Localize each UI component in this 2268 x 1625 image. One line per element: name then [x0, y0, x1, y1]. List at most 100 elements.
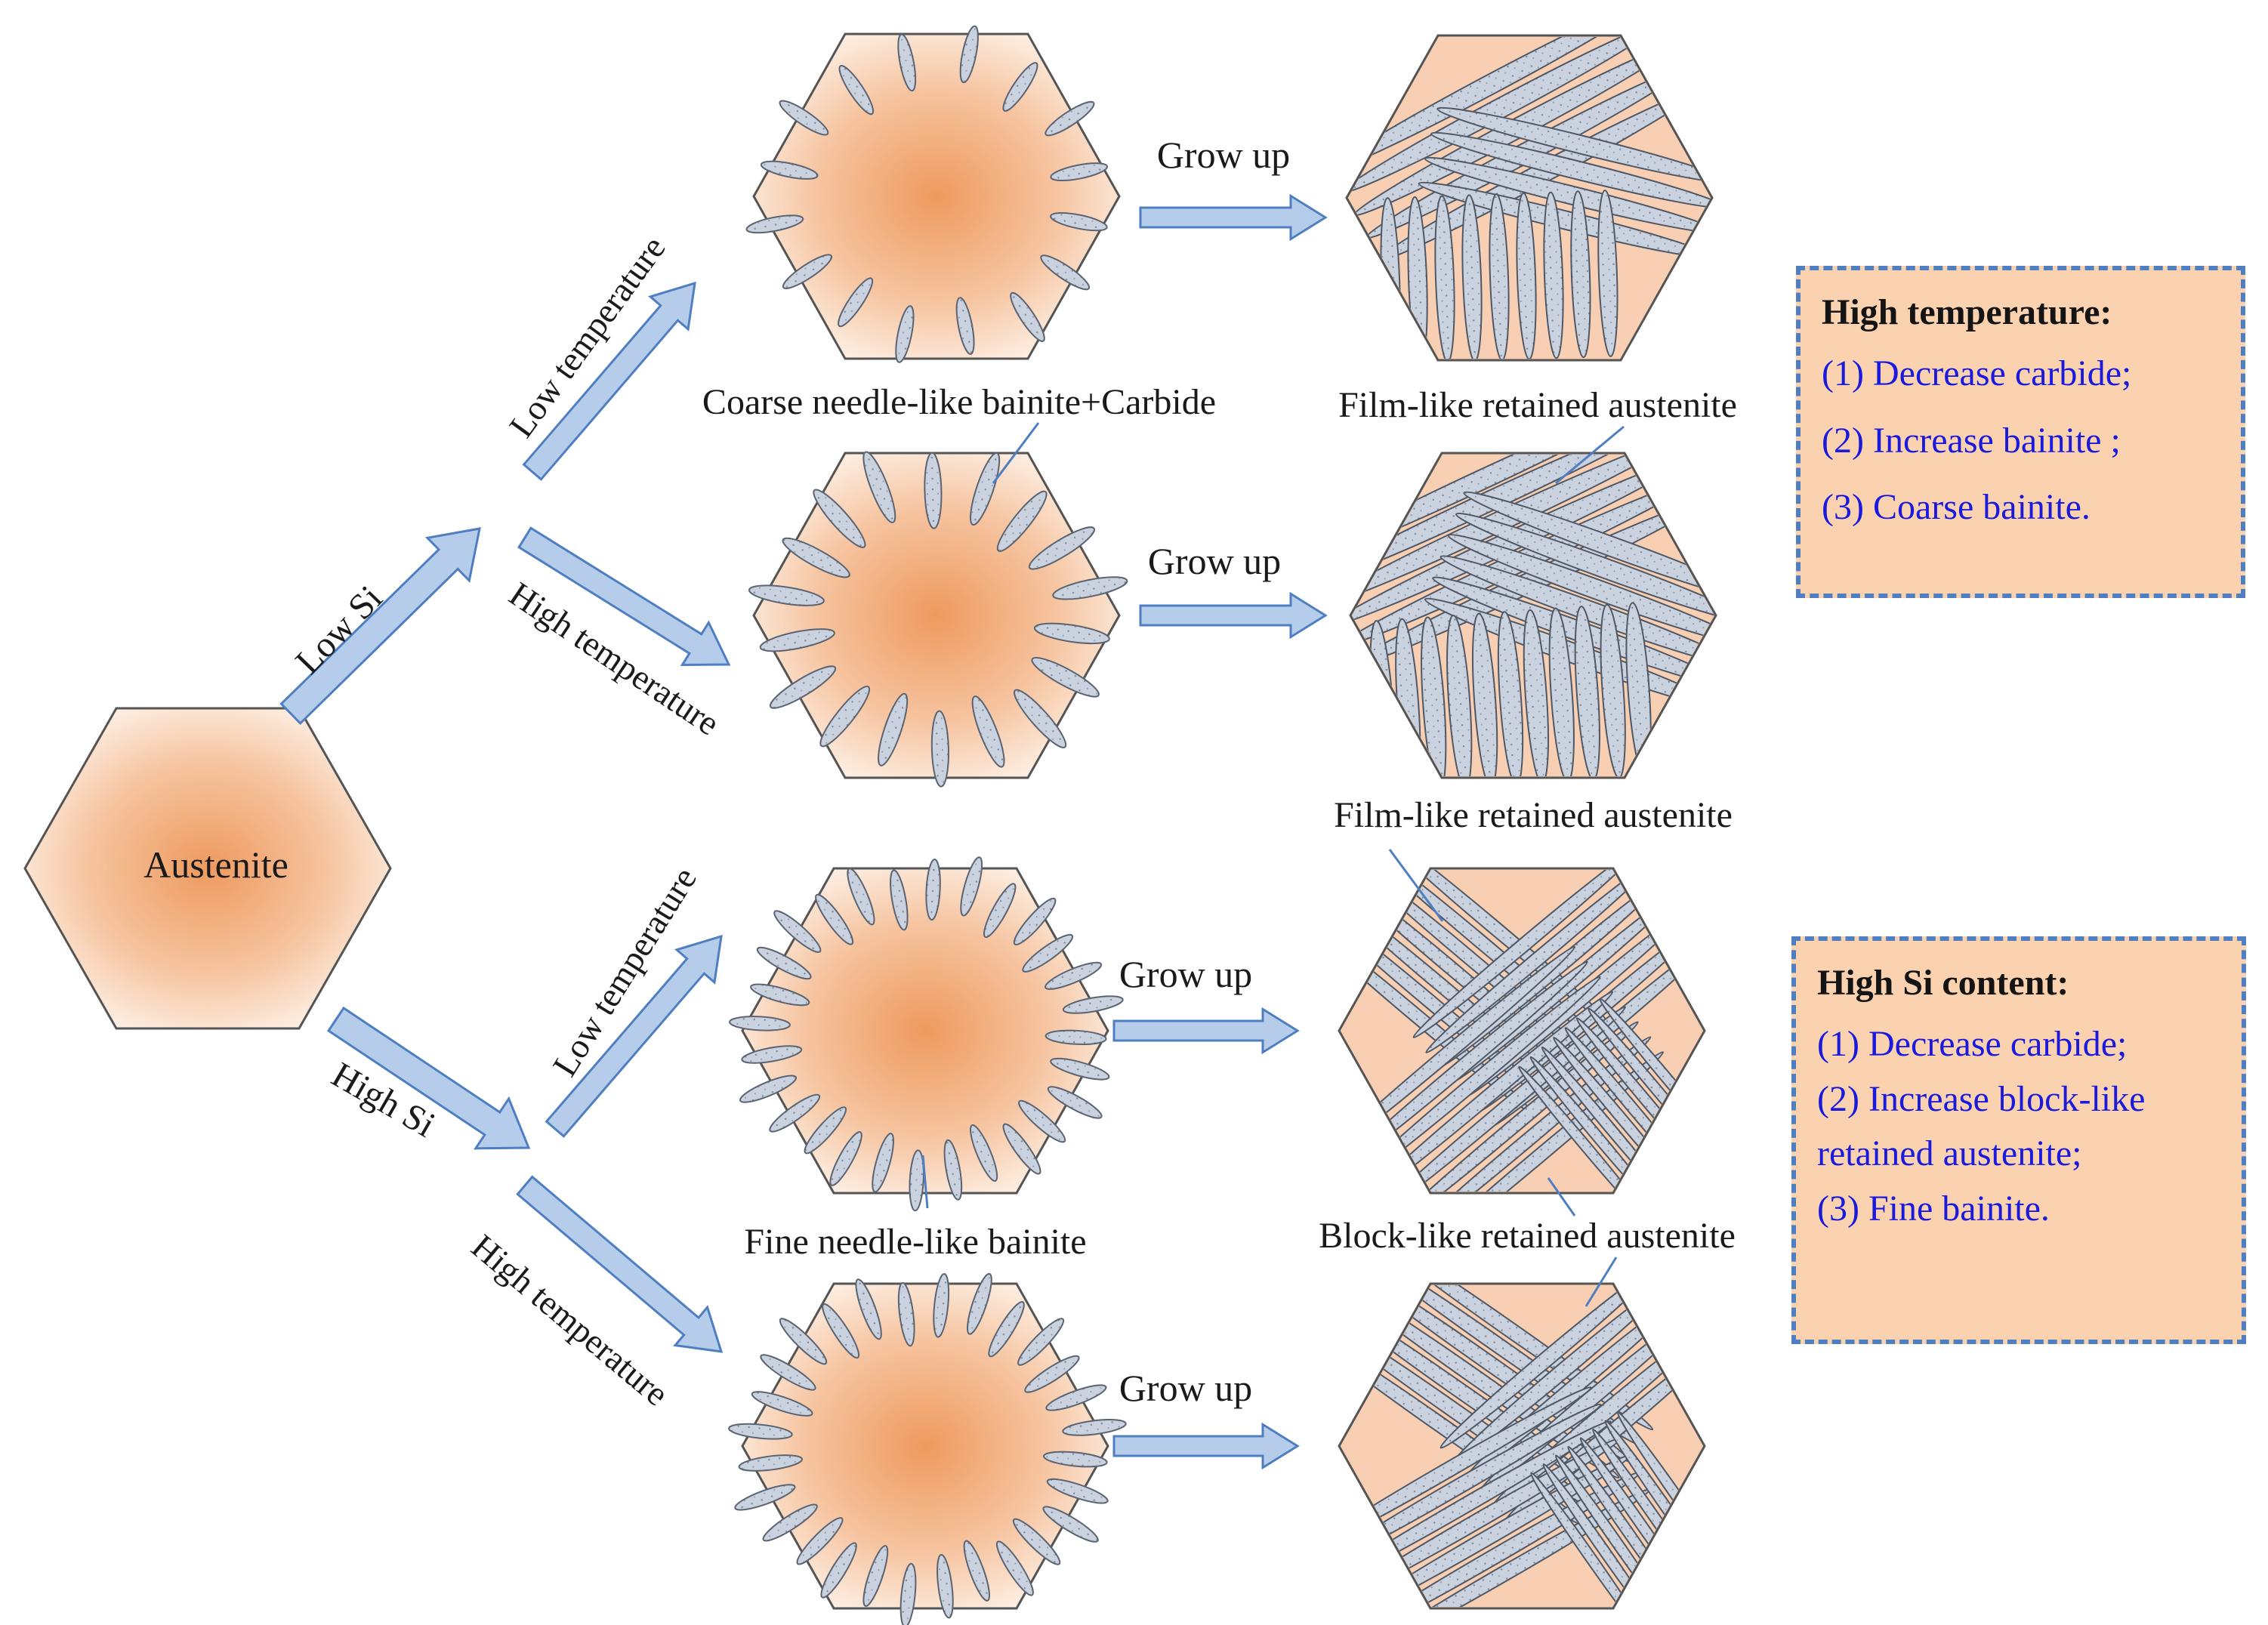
grow-up-label-1: Grow up — [1157, 134, 1290, 176]
bainite-needle — [1042, 1506, 1099, 1543]
bainite-needle — [967, 1272, 992, 1335]
bainite-needle — [1050, 1057, 1110, 1081]
label-high-temperature-2: High temperature — [464, 1227, 676, 1414]
lath — [1421, 616, 1447, 776]
caption-coarse-bainite: Coarse needle-like bainite+Carbide — [702, 382, 1216, 422]
bainite-needle — [862, 451, 896, 523]
bainite-needle — [970, 1124, 998, 1183]
lath — [1412, 870, 1646, 1038]
bainite-needle — [1045, 1029, 1107, 1046]
lath — [1369, 1006, 1627, 1192]
bainite-needle — [1033, 622, 1110, 645]
bainite-needle — [773, 910, 822, 953]
lath — [1600, 603, 1626, 776]
bainite-needle — [820, 1542, 857, 1599]
lath — [1430, 131, 1711, 209]
lath — [1424, 156, 1711, 234]
grow-up-label-2: Grow up — [1148, 540, 1281, 582]
lath — [1574, 606, 1600, 776]
bainite-needle — [1045, 961, 1103, 990]
bainite-needle — [734, 1484, 796, 1511]
lath — [1497, 611, 1524, 776]
bainite-needle — [741, 1045, 803, 1064]
info-box-item: (3) Fine bainite. — [1817, 1189, 2050, 1229]
bainite-needle — [988, 1301, 1025, 1358]
bainite-needle — [995, 1540, 1034, 1596]
caption-film-austenite-2: Film-like retained austenite — [1334, 795, 1733, 835]
bainite-needle — [890, 869, 909, 931]
block-arrow — [1112, 1007, 1300, 1055]
lath — [1543, 191, 1564, 359]
bainite-needle — [1017, 1318, 1065, 1366]
bainite-needle — [796, 1517, 844, 1565]
bainite-needle — [872, 1133, 894, 1193]
info-box-high-temperature: High temperature: (1) Decrease carbide; … — [1796, 266, 2245, 598]
austenite-hexagon: Austenite — [23, 707, 392, 1030]
bainite-needle — [813, 489, 866, 548]
hex-fine-high-temp — [728, 1272, 1127, 1625]
info-box-item: (1) Decrease carbide; — [1817, 1023, 2128, 1064]
block-arrow — [279, 527, 481, 726]
block-arrow — [1139, 193, 1328, 242]
info-box-item: (1) Decrease carbide; — [1822, 353, 2132, 393]
austenite-label: Austenite — [143, 843, 289, 886]
hex-block-structure-1 — [1338, 867, 1706, 1195]
lath — [1348, 37, 1652, 171]
bainite-needle — [729, 1016, 791, 1031]
bainite-needle — [1031, 656, 1100, 698]
bainite-needle — [728, 1423, 793, 1440]
hex-film-structure-1 — [1345, 34, 1714, 362]
bainite-needle — [1018, 1099, 1066, 1143]
bainite-needle — [925, 859, 941, 921]
bainite-needle — [930, 710, 949, 788]
bainite-needle — [750, 983, 810, 1007]
lath — [1463, 491, 1714, 603]
bainite-needle — [1046, 1478, 1109, 1504]
block-arrow — [517, 526, 731, 667]
lath — [1471, 612, 1498, 776]
bainite-needle — [804, 1106, 847, 1155]
block-arrow — [326, 1006, 531, 1150]
lath — [1356, 991, 1614, 1192]
bainite-needle — [829, 1131, 862, 1186]
block-arrow — [545, 934, 723, 1138]
bainite-needle — [738, 1454, 803, 1472]
bainite-needle — [1045, 100, 1095, 137]
bainite-needle — [933, 1272, 950, 1338]
lath — [1382, 1021, 1639, 1192]
bainite-needle — [1012, 1518, 1061, 1565]
bainite-needle — [838, 277, 874, 328]
bainite-needle — [899, 1562, 917, 1625]
bainite-needle — [897, 1281, 915, 1347]
bainite-needle — [970, 452, 1001, 526]
bainite-needle — [855, 1278, 882, 1340]
info-box-title: High Si content: — [1817, 963, 2069, 1003]
block-arrow — [516, 1175, 724, 1353]
bainite-needle — [959, 25, 979, 84]
bainite-needle — [983, 883, 1017, 939]
bainite-needle — [739, 1075, 798, 1103]
lath — [1548, 607, 1575, 776]
caption-film-austenite-1: Film-like retained austenite — [1338, 385, 1737, 425]
branch-arrows — [279, 193, 1328, 1470]
lath — [1439, 1285, 1662, 1449]
lath — [1446, 614, 1473, 776]
bainite-needle — [760, 1354, 816, 1391]
bainite-needle — [1040, 254, 1091, 291]
bainite-needle — [822, 1303, 860, 1359]
bainite-needle — [937, 1554, 954, 1619]
lath — [1523, 609, 1550, 776]
lath — [1434, 195, 1455, 359]
bainite-needle — [769, 665, 837, 709]
bainite-needle — [1028, 526, 1095, 570]
bainite-needle — [745, 214, 804, 234]
bainite-needle — [1062, 995, 1124, 1014]
info-box-item: (2) Increase bainite ; — [1822, 420, 2121, 461]
bainite-needle — [996, 490, 1048, 552]
bainite-needle — [971, 695, 1005, 768]
bainite-needle — [1024, 1355, 1080, 1393]
bainite-needle — [1014, 689, 1067, 749]
bainite-needle — [782, 254, 833, 289]
info-box-title: High temperature: — [1822, 292, 2112, 332]
